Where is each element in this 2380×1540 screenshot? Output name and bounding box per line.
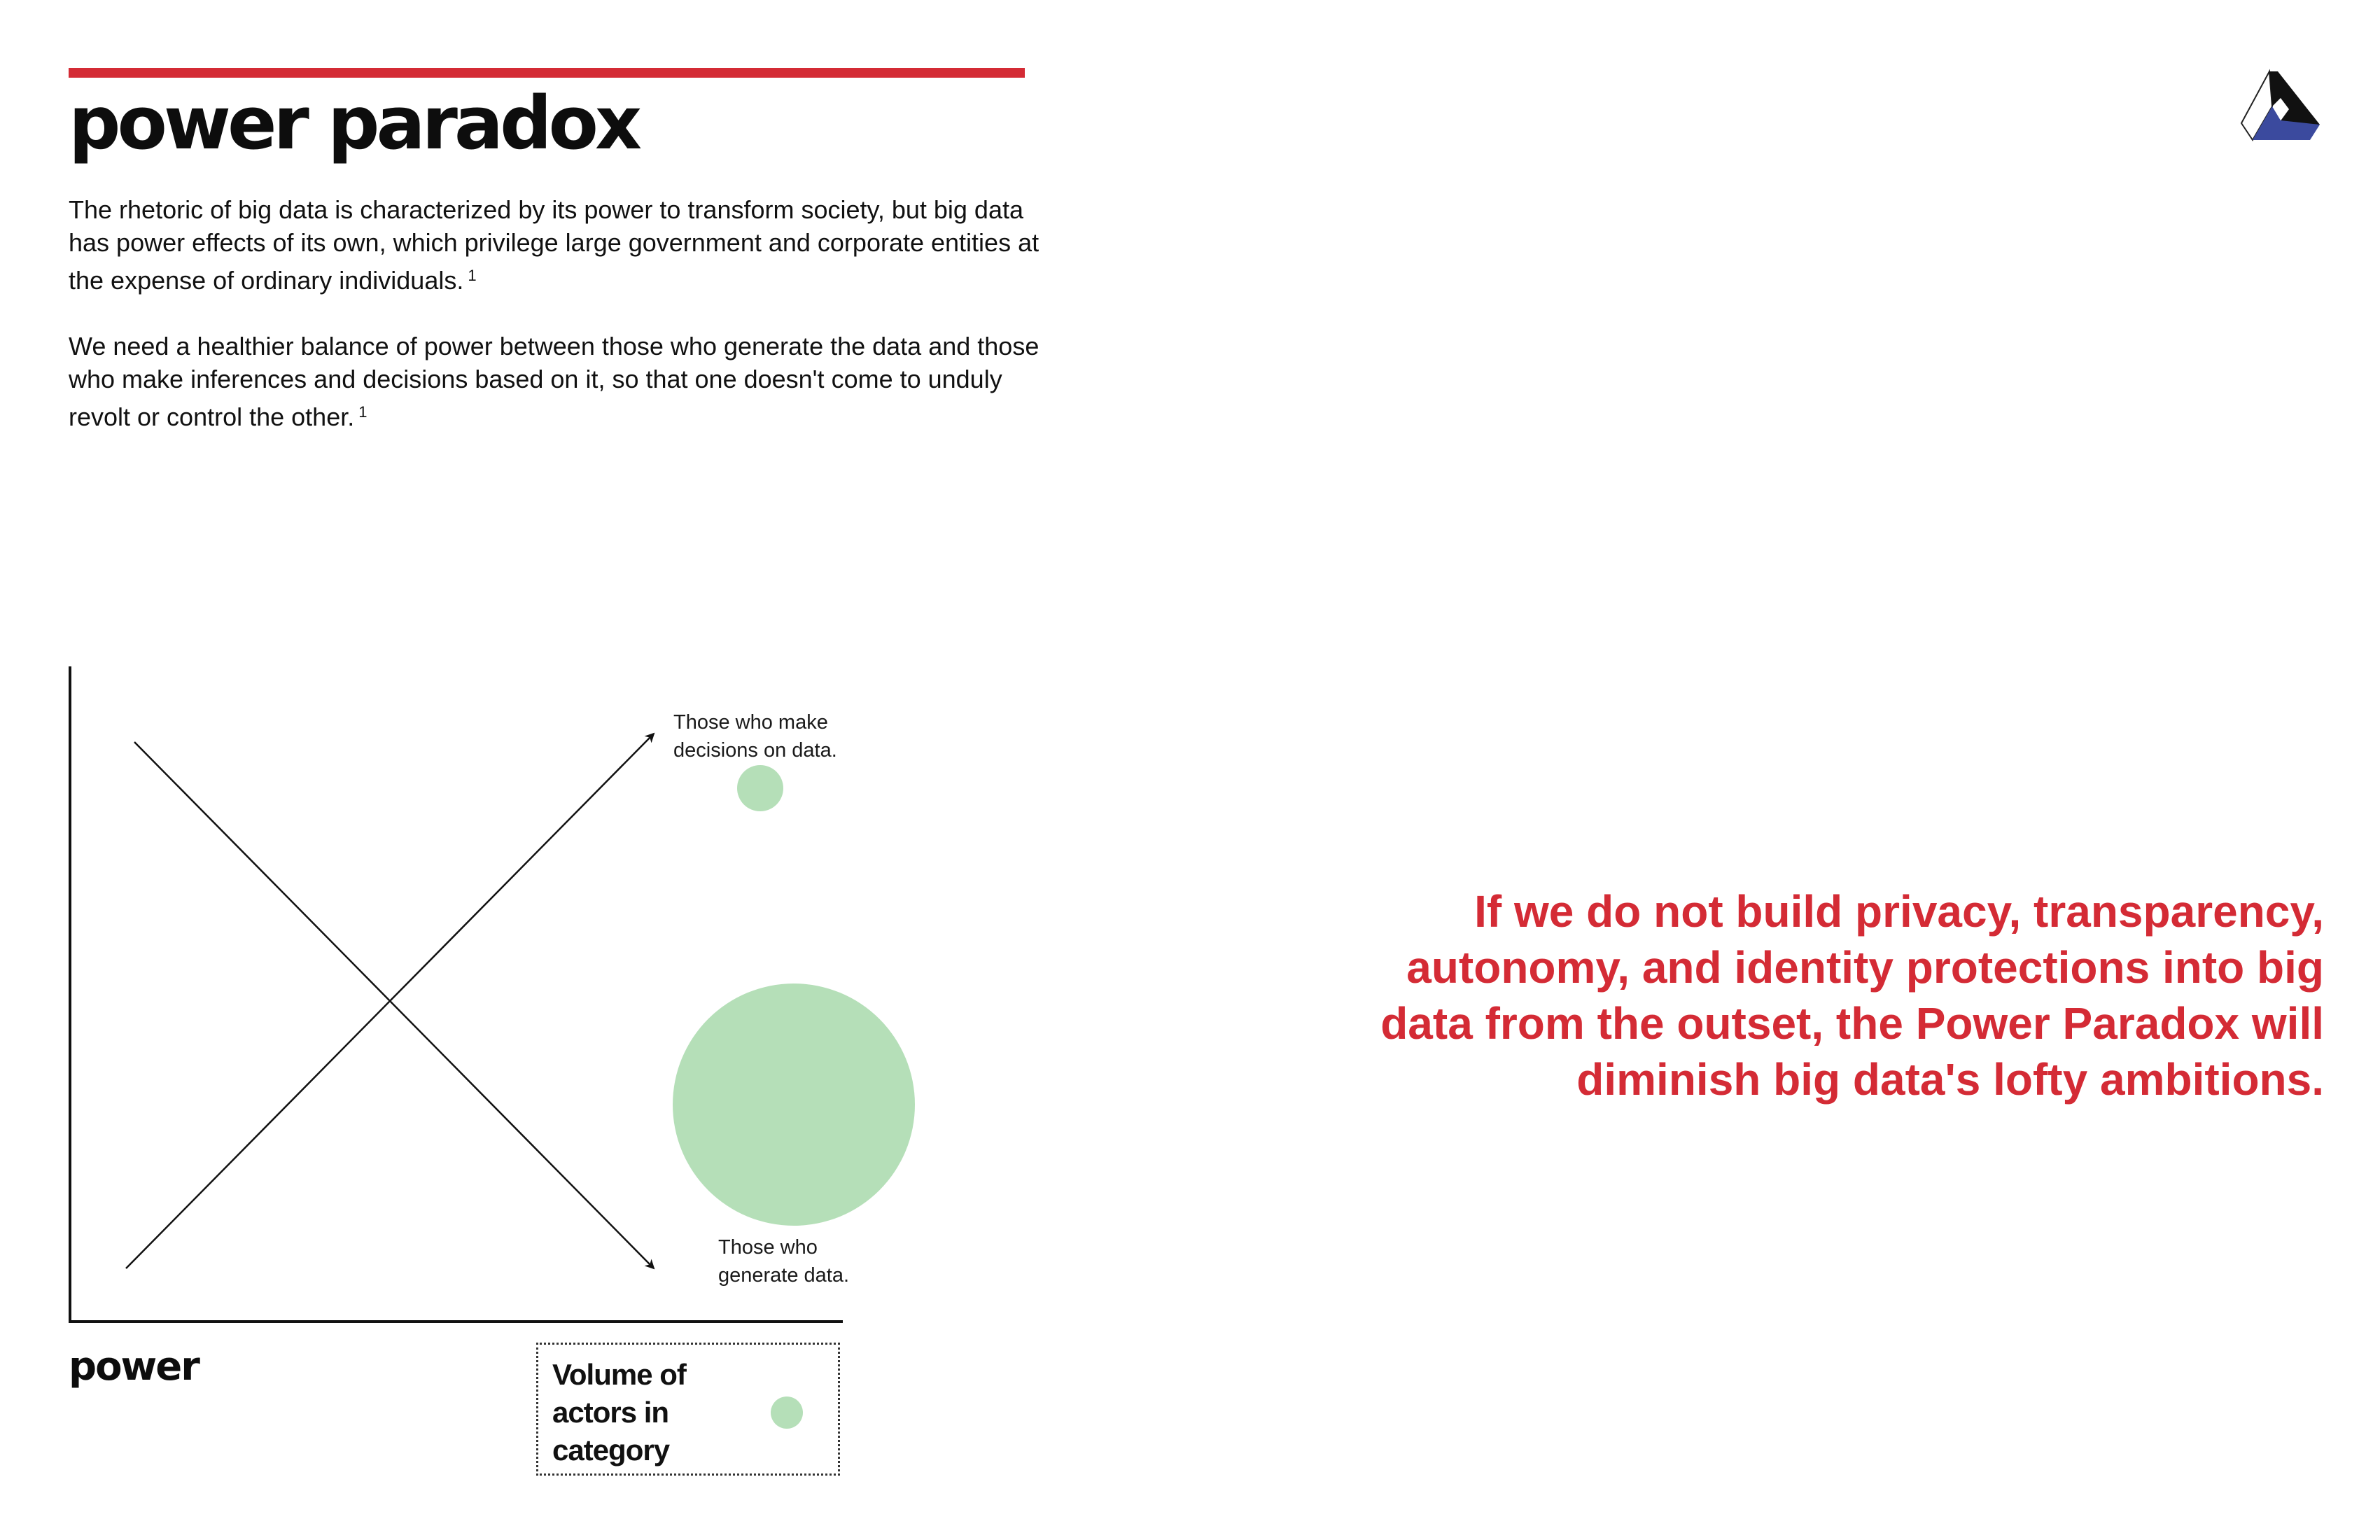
decisions-arrow — [125, 732, 655, 1269]
footnote-ref[interactable]: 1 — [358, 403, 368, 421]
generate-label-line-1: Those who — [718, 1236, 818, 1259]
generate-data-arrow — [134, 741, 655, 1270]
legend: Volume of actors in category — [536, 1343, 840, 1476]
power-diagram: Those who make decisions on data. Those … — [69, 666, 915, 1323]
small-actor-bubble — [737, 765, 783, 811]
generate-label-line-2: generate data. — [718, 1264, 849, 1287]
page-title: power paradox — [69, 80, 642, 166]
logo-bottom-face — [2253, 106, 2320, 140]
triangle-logo-icon — [2240, 69, 2320, 141]
legend-label: Volume of actors in category — [552, 1358, 687, 1466]
footnote-ref[interactable]: 1 — [468, 267, 477, 284]
decisions-label-line-1: Those who make — [673, 711, 828, 734]
intro-text: The rhetoric of big data is characterize… — [69, 193, 1049, 433]
legend-bubble-swatch — [771, 1396, 803, 1429]
intro-paragraph-1: The rhetoric of big data is characterize… — [69, 193, 1049, 297]
large-actor-bubble — [673, 983, 915, 1226]
intro-paragraph-2: We need a healthier balance of power bet… — [69, 330, 1049, 433]
axis-label: power — [69, 1344, 200, 1390]
intro-paragraph-1-text: The rhetoric of big data is characterize… — [69, 195, 1040, 295]
intro-paragraph-2-text: We need a healthier balance of power bet… — [69, 332, 1040, 431]
callout-quote: If we do not build privacy, transparency… — [1380, 886, 2324, 1105]
header-rule — [69, 68, 1025, 78]
decisions-label-line-2: decisions on data. — [673, 739, 837, 762]
logo-top-face — [2269, 71, 2320, 125]
